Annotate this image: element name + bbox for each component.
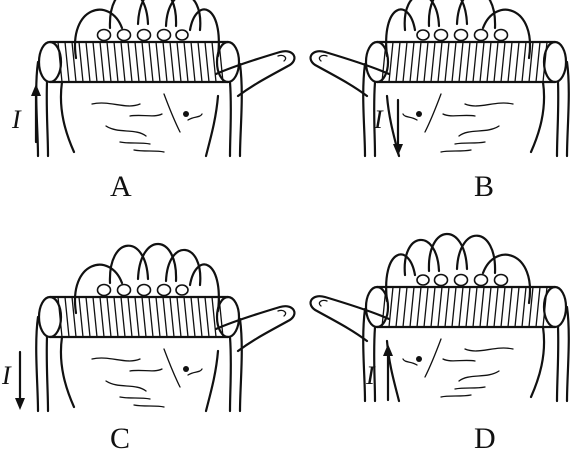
- current-symbol: I: [11, 105, 22, 134]
- hand-coil-illustration: [309, 232, 570, 403]
- current-symbol: I: [1, 361, 12, 390]
- panel-d: I D: [309, 232, 570, 455]
- panel-a: I A: [11, 0, 296, 203]
- current-arrow-down: [15, 350, 25, 410]
- option-letter-b: B: [474, 170, 494, 203]
- hand-coil-illustration: [35, 0, 296, 158]
- option-letter-d: D: [474, 422, 496, 455]
- option-letter-c: C: [110, 422, 130, 455]
- current-arrow-up: [31, 84, 41, 144]
- hand-coil-illustration: [35, 242, 296, 413]
- hand-coil-illustration: [309, 0, 570, 158]
- panel-c: I C: [1, 242, 296, 455]
- current-arrow-up: [383, 344, 393, 402]
- current-symbol: I: [365, 361, 376, 390]
- panel-b: I B: [309, 0, 570, 203]
- option-letter-a: A: [110, 170, 132, 203]
- current-symbol: I: [373, 105, 384, 134]
- current-arrow-down: [393, 98, 403, 156]
